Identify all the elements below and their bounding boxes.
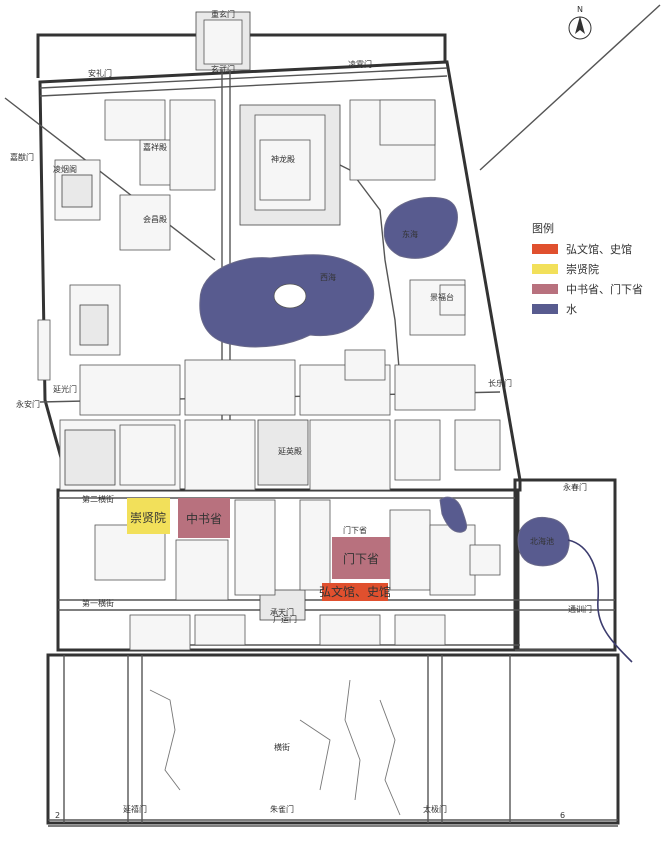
place-label-guanghua: 广运门 <box>273 614 297 624</box>
marker-1: 2 <box>55 811 60 820</box>
gate-label-yongchun: 永春门 <box>563 482 587 492</box>
chongxian-block <box>127 498 170 534</box>
legend-title: 图例 <box>532 221 554 235</box>
east-pond <box>517 516 570 567</box>
palace-city-wall <box>38 60 522 492</box>
gate-label-chengtian: 承天门 <box>270 607 294 617</box>
east-stream <box>567 539 633 663</box>
legend-label-chongxian: 崇贤院 <box>566 262 599 276</box>
place-labels: 西海 东海 北海池 第二横街 第一横街 横街 门下省 广运门 凌烟阁 嘉祥殿 会… <box>53 142 554 752</box>
place-label-lake-west: 西海 <box>320 272 336 282</box>
legend-swatch-zhongshu <box>532 284 558 294</box>
place-label-jiaxiang: 嘉祥殿 <box>143 142 167 152</box>
place-label-yanguang: 延光门 <box>53 384 77 394</box>
east-compound-wall <box>513 478 617 652</box>
marker-2: 6 <box>560 811 565 820</box>
place-label-shenlong: 神龙殿 <box>271 154 295 164</box>
imperial-city-wall <box>56 488 520 652</box>
legend: 图例 弘文馆、史馆 崇贤院 中书省、门下省 水 <box>532 221 643 316</box>
place-label-hengjie: 横街 <box>274 742 290 752</box>
gate-labels: 重玄门 玄武门 安礼门 凌霄门 嘉猷门 永安门 长乐门 永春门 通训门 朱雀门 … <box>10 9 592 814</box>
gate-label-yingxian: 凌霄门 <box>348 59 372 69</box>
gate-label-yanxi: 延禧门 <box>123 804 147 814</box>
highlighted-offices: 崇贤院 中书省 门下省 弘文馆、史馆 <box>127 498 391 601</box>
legend-swatch-chongxian <box>532 264 558 274</box>
water <box>199 196 633 663</box>
gate-label-xuanwu2: 玄武门 <box>211 64 235 74</box>
hongwen-block <box>322 583 388 601</box>
place-label-waterpond: 北海池 <box>530 536 554 546</box>
sketch-lines <box>149 679 401 816</box>
north-label: N <box>577 5 583 14</box>
place-label-huichang: 会昌殿 <box>143 214 167 224</box>
place-label-menxia-small: 门下省 <box>343 525 367 535</box>
legend-swatch-hongwen <box>532 244 558 254</box>
north-arrow: N <box>568 5 592 40</box>
place-label-lingyan: 凌烟阁 <box>53 164 77 174</box>
building-blocks <box>37 99 501 651</box>
place-label-wenhua: 延英殿 <box>278 446 302 456</box>
gate-label-jiayou: 嘉猷门 <box>10 152 34 162</box>
place-label-lake-east: 东海 <box>402 229 418 239</box>
gate-label-zhuque: 朱雀门 <box>270 804 294 814</box>
place-label-street1: 第一横街 <box>82 598 114 608</box>
gate-label-taiji: 太极门 <box>423 804 447 814</box>
zhongshu-block <box>178 498 230 538</box>
hongwen-label: 弘文馆、史馆 <box>319 584 391 599</box>
north-gate <box>195 11 251 71</box>
place-label-jingfu: 景福台 <box>430 292 454 302</box>
place-label-street2: 第二横街 <box>82 494 114 504</box>
northeast-lake <box>383 196 458 259</box>
gate-label-anli: 安礼门 <box>88 68 112 78</box>
small-pond <box>439 496 468 533</box>
chongxian-label: 崇贤院 <box>130 511 166 525</box>
legend-label-zhongshu: 中书省、门下省 <box>566 282 643 296</box>
legend-label-water: 水 <box>566 303 577 316</box>
lake-island <box>273 283 307 309</box>
menxia-block <box>332 537 390 579</box>
menxia-label: 门下省 <box>343 551 379 566</box>
legend-swatch-water <box>532 304 558 314</box>
north-arrow-icon <box>575 16 585 34</box>
zhongshu-label: 中书省 <box>186 511 222 526</box>
legend-label-hongwen: 弘文馆、史馆 <box>566 242 632 256</box>
markers: 2 6 <box>55 811 565 820</box>
gate-label-yongan: 永安门 <box>16 399 40 409</box>
south-enclosure-wall <box>46 653 620 825</box>
gate-label-xuanwu: 重玄门 <box>211 9 235 19</box>
gate-label-changle: 长乐门 <box>488 378 512 388</box>
gate-label-tongxun: 通训门 <box>568 604 592 614</box>
